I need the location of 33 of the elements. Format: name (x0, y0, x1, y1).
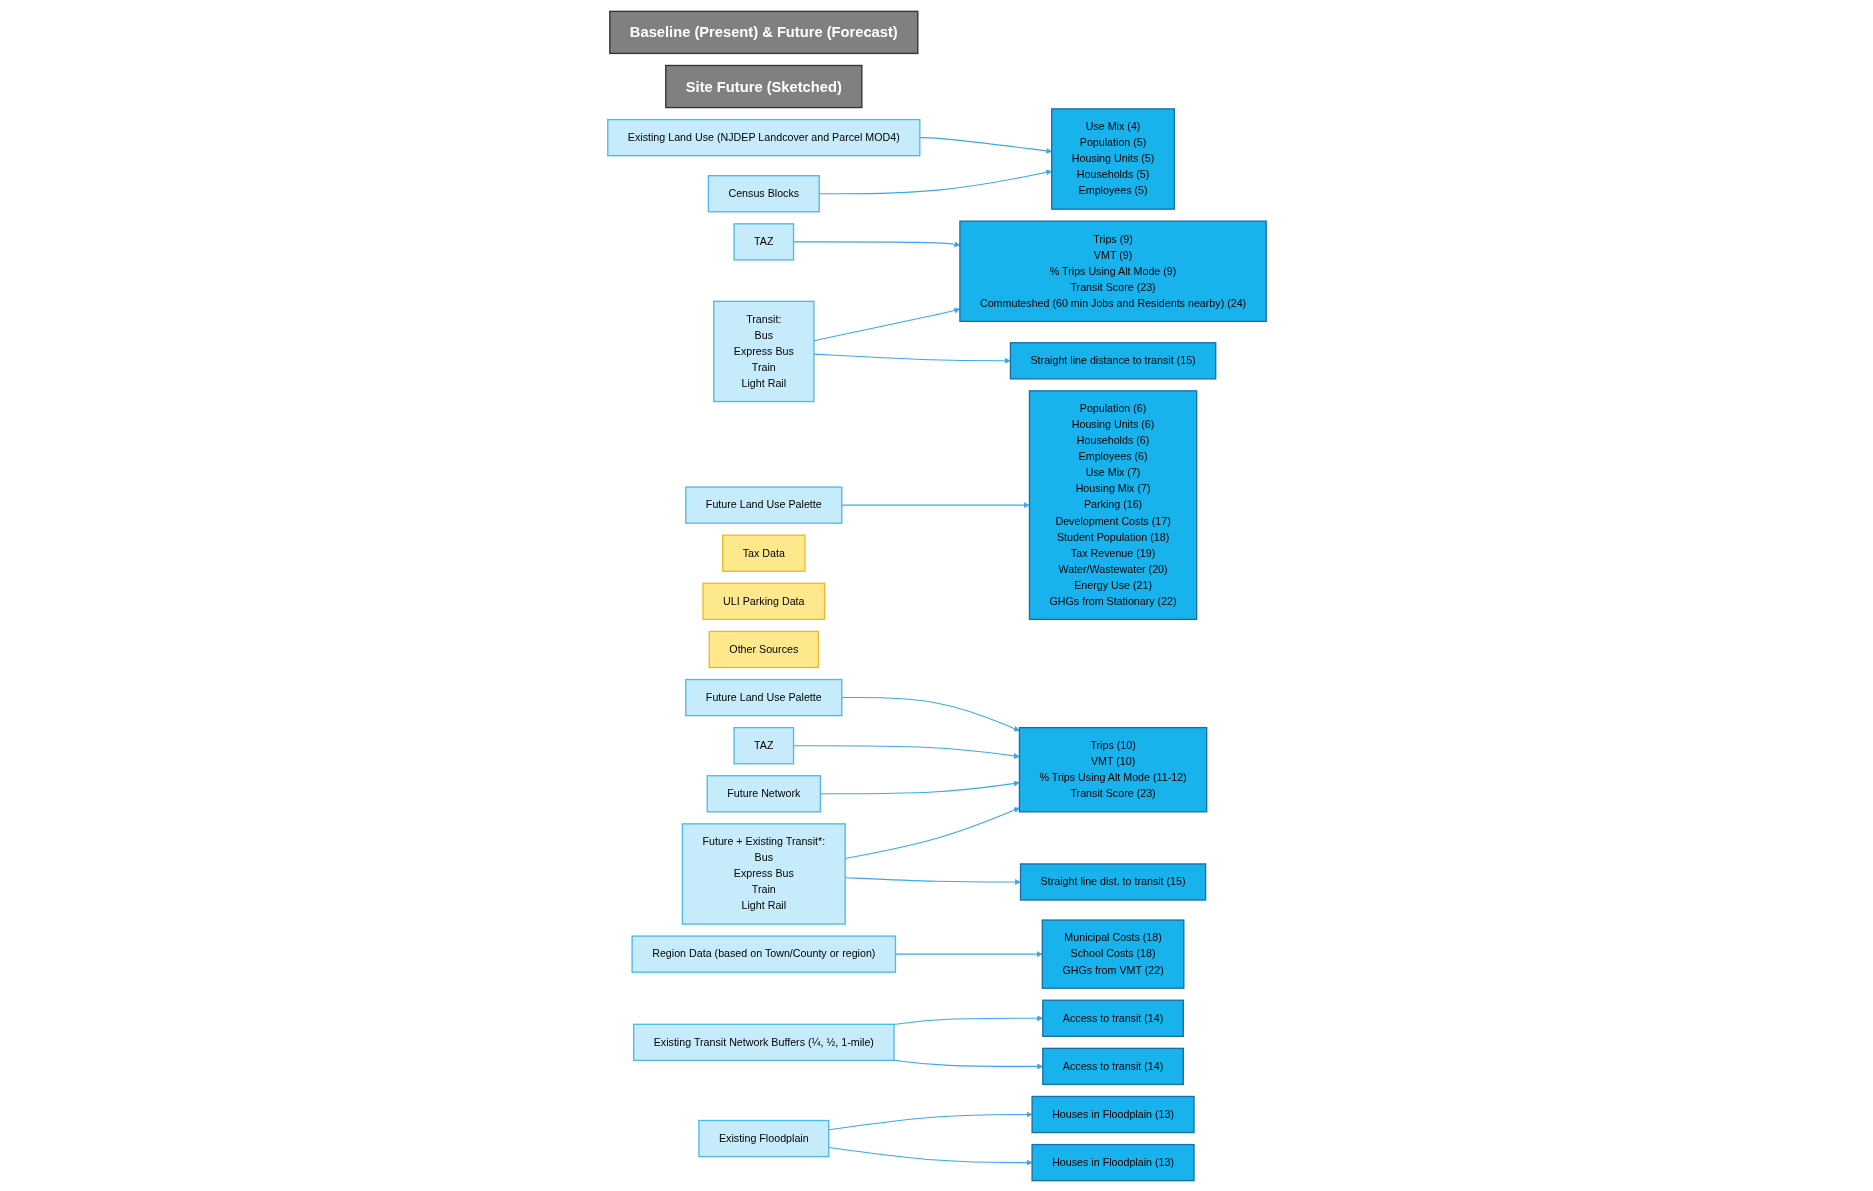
node-box: Access to transit (14) (1041, 1047, 1184, 1085)
node-box: ULI Parking Data (701, 582, 825, 620)
node-box: Population (6) Housing Units (6) Households (6) Employees (6) Use Mix (7) Housing Mix (7) Parking (16) Development Costs (17) Student Population (18) Tax Revenue (19) Water/Wastewater (20) Energy Use (21) GHGs from Stationary (22) (1028, 389, 1197, 620)
node-box: Future Land Use Palette (684, 678, 842, 716)
node-box: Use Mix (4) Population (5) Housing Units (5) Households (5) Employees (5) (1050, 107, 1175, 210)
node-box: TAZ (732, 222, 794, 261)
node-box: Existing Floodplain (697, 1119, 829, 1157)
arrow (818, 169, 1052, 194)
node-box: Future + Existing Transit*: Bus Express Bus Train Light Rail (681, 822, 846, 925)
node-box: Straight line dist. to transit (15) (1019, 862, 1206, 901)
node-box: Future Land Use Palette (684, 485, 842, 524)
arrow (844, 806, 1020, 859)
node-box: Site Future (Sketched) (664, 64, 862, 108)
arrow (892, 1014, 1043, 1025)
node-box: Trips (10) VMT (10) % Trips Using Alt Mode (11-12) Transit Score (23) (1018, 726, 1207, 812)
node-box: Region Data (based on Town/County or region) (630, 934, 896, 973)
node-box: Transit: Bus Express Bus Train Light Rail (712, 300, 814, 402)
node-box: Existing Land Use (NJDEP Landcover and Parcel MOD4) (606, 118, 920, 156)
node-box: Houses in Floodplain (13) (1030, 1095, 1195, 1133)
arrow (844, 876, 1021, 885)
node-box: Future Network (706, 774, 821, 812)
node-box: TAZ (732, 726, 794, 764)
arrow (892, 1059, 1043, 1069)
node-box: Access to transit (14) (1041, 999, 1184, 1037)
node-box: Trips (9) VMT (9) % Trips Using Alt Mode (9) Transit Score (23) Commuteshed (60 min Jobs and Residents nearby) (24) (958, 220, 1267, 322)
node-box: Census Blocks (707, 174, 820, 212)
node-box: Straight line distance to transit (15) (1009, 341, 1216, 379)
node-box: Houses in Floodplain (13) (1030, 1143, 1195, 1181)
node-box: Baseline (Present) & Future (Forecast) (608, 10, 918, 54)
node-box: Existing Transit Network Buffers (¼, ½, 1-mile) (632, 1023, 895, 1061)
node-box: Tax Data (721, 534, 806, 572)
node-box: Other Sources (708, 630, 819, 668)
node-box: Municipal Costs (18) School Costs (18) GHGs from VMT (22) (1041, 918, 1184, 989)
